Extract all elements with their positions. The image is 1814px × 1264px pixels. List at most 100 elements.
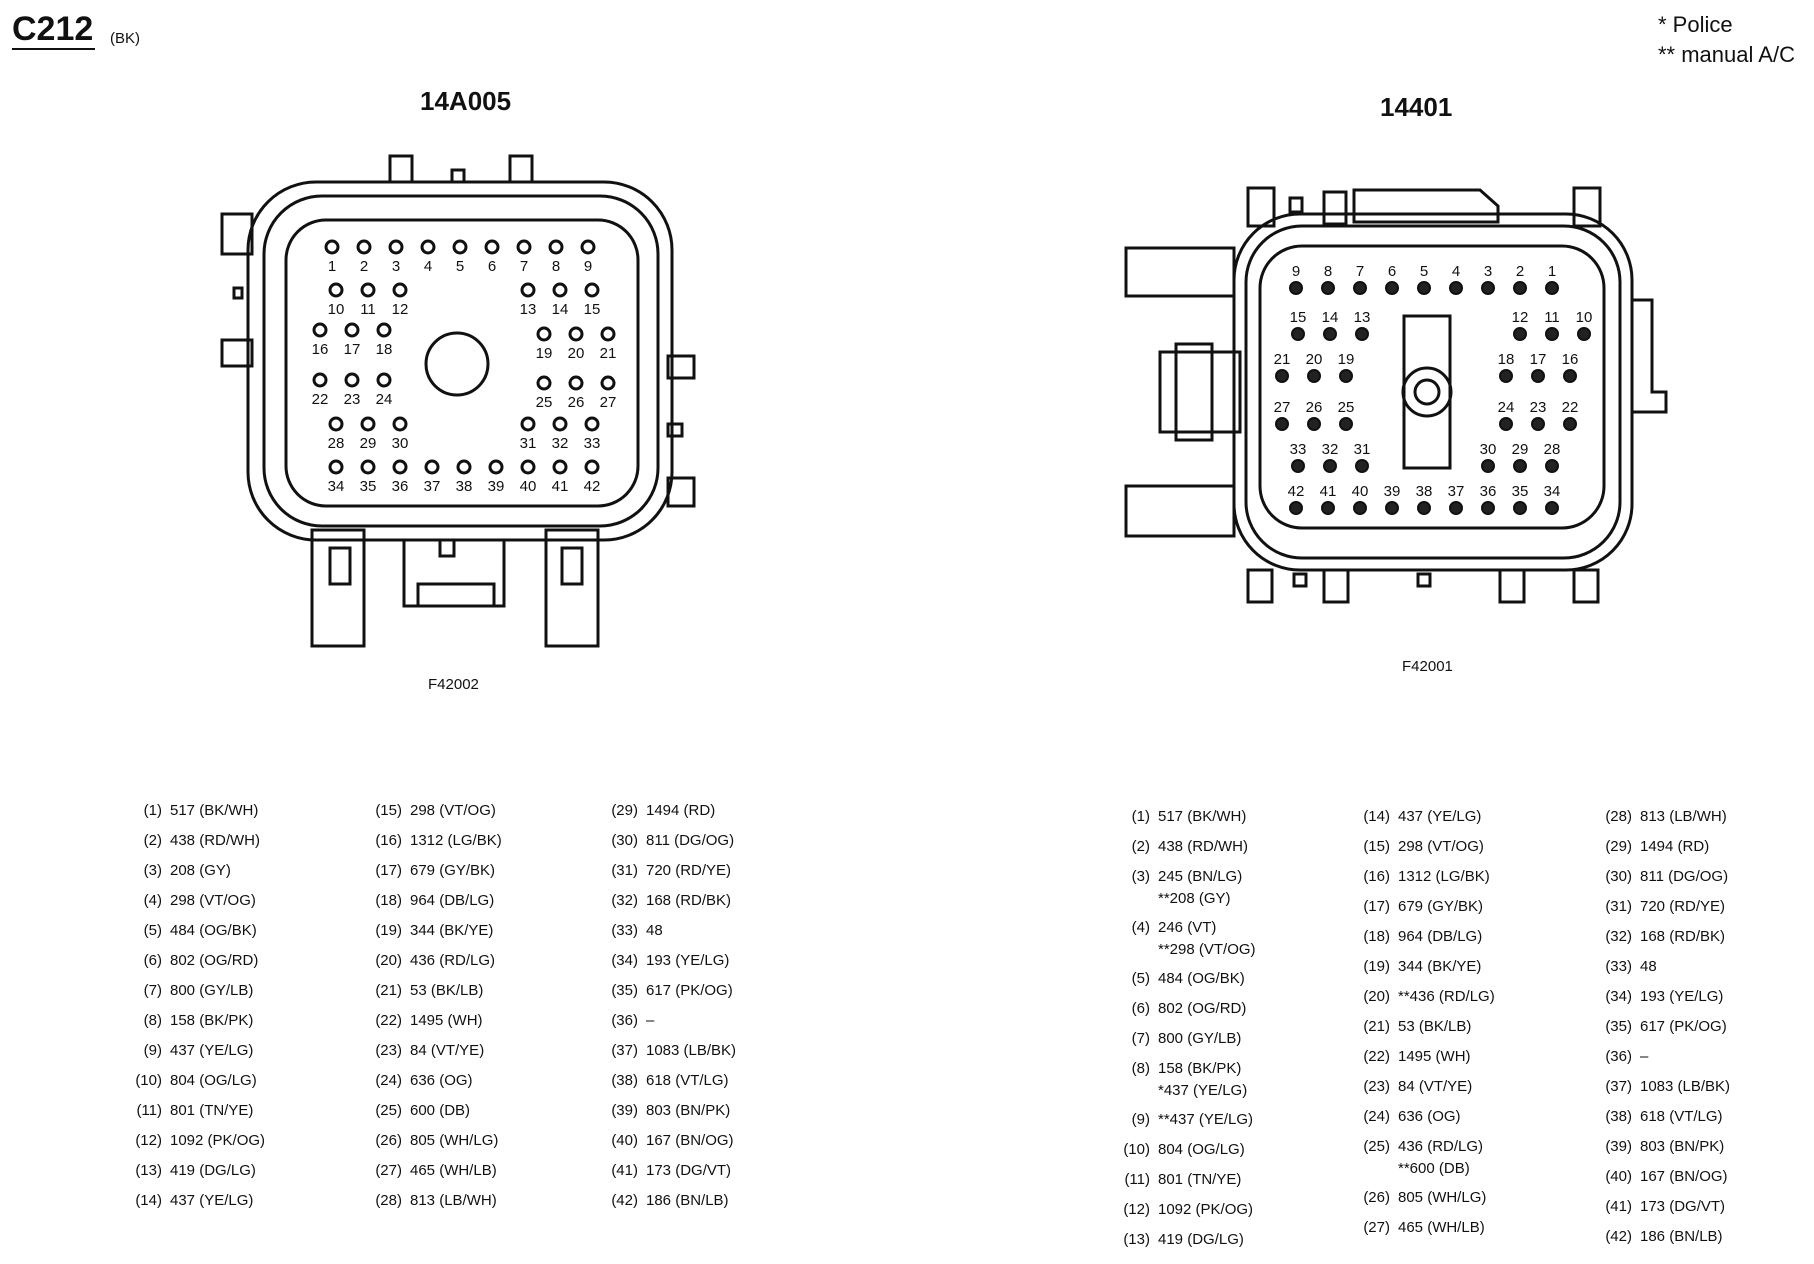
circuit-wire: 720 (RD/YE) [1640, 898, 1726, 915]
pin-number: (23) [375, 1042, 402, 1059]
pin-cavity [1531, 369, 1545, 383]
circuit-wire: 517 (BK/WH) [170, 802, 259, 819]
pin-label: 12 [1512, 309, 1529, 326]
pin-label: 3 [1484, 263, 1492, 280]
pin-cavity [1513, 281, 1527, 295]
pin-cavity [1449, 501, 1463, 515]
pin-cavity [1385, 501, 1399, 515]
pin-cavity [1385, 281, 1399, 295]
pin-cavity [520, 416, 536, 432]
pin-number: (4) [1131, 919, 1150, 936]
pin-cavity [584, 416, 600, 432]
pin-number: (7) [1131, 1030, 1150, 1047]
pin-number: (1) [143, 802, 162, 819]
circuit-wire: 84 (VT/YE) [1398, 1078, 1473, 1095]
pin-number: (14) [1363, 808, 1390, 825]
pin-number: (34) [611, 952, 638, 969]
pin-label: 41 [552, 478, 569, 495]
pin-cavity [452, 239, 468, 255]
pin-label: 10 [1576, 309, 1593, 326]
pin-number: (20) [375, 952, 402, 969]
pin-cavity [600, 375, 616, 391]
pin-number: (6) [143, 952, 162, 969]
pin-cavity [392, 416, 408, 432]
circuit-wire: 419 (DG/LG) [1158, 1231, 1244, 1248]
circuit-wire: 208 (GY) [170, 862, 231, 879]
pin-number: (41) [1605, 1198, 1632, 1215]
pin-number: (20) [1363, 988, 1390, 1005]
pin-number: (25) [375, 1102, 402, 1119]
pin-label: 40 [520, 478, 537, 495]
pin-label: 32 [552, 435, 569, 452]
circuit-wire: 484 (OG/BK) [1158, 970, 1245, 987]
circuit-wire: 1495 (WH) [1398, 1048, 1471, 1065]
connector-title: C212 [12, 10, 96, 50]
pin-cavity [568, 375, 584, 391]
pin-label: 4 [1452, 263, 1460, 280]
circuit-wire: 437 (YE/LG) [170, 1042, 254, 1059]
pin-cavity [360, 282, 376, 298]
circuit-wire: 1495 (WH) [410, 1012, 483, 1029]
circuit-wire: 186 (BN/LB) [1640, 1228, 1723, 1245]
pin-cavity [1499, 369, 1513, 383]
pin-label: 15 [584, 301, 601, 318]
pin-number: (39) [1605, 1138, 1632, 1155]
pin-label: 8 [1324, 263, 1332, 280]
pin-label: 11 [1544, 309, 1560, 326]
circuit-wire: 465 (WH/LB) [410, 1162, 497, 1179]
pin-cavity [1449, 281, 1463, 295]
circuit-wire: 186 (BN/LB) [646, 1192, 729, 1209]
pin-number: (38) [611, 1072, 638, 1089]
pin-number: (8) [143, 1012, 162, 1029]
pin-cavity [520, 282, 536, 298]
circuit-wire: 964 (DB/LG) [410, 892, 495, 909]
pin-number: (13) [1123, 1231, 1150, 1248]
pin-label: 37 [424, 478, 441, 495]
pin-label: 1 [328, 258, 336, 275]
pin-cavity [488, 459, 504, 475]
pin-label: 15 [1290, 309, 1307, 326]
circuit-wire: 805 (WH/LG) [410, 1132, 499, 1149]
circuit-wire: 53 (BK/LB) [410, 982, 484, 999]
pin-label: 39 [488, 478, 505, 495]
pin-number: (2) [1131, 838, 1150, 855]
pin-number: (42) [611, 1192, 638, 1209]
circuit-wire: 618 (VT/LG) [1640, 1108, 1723, 1125]
connector-color: (BK) [110, 30, 140, 47]
pin-number: (25) [1363, 1138, 1390, 1155]
pin-number: (17) [375, 862, 402, 879]
pin-number: (34) [1605, 988, 1632, 1005]
pin-number: (42) [1605, 1228, 1632, 1245]
pin-label: 22 [1562, 399, 1579, 416]
circuit-wire: 168 (RD/BK) [646, 892, 732, 909]
pin-label: 10 [328, 301, 345, 318]
pin-label: 26 [1306, 399, 1323, 416]
pin-number: (15) [1363, 838, 1390, 855]
circuit-wire: 298 (VT/OG) [170, 892, 256, 909]
circuit-wire: 636 (OG) [410, 1072, 473, 1089]
pin-label: 17 [1530, 351, 1547, 368]
circuit-wire: 193 (YE/LG) [646, 952, 730, 969]
circuit-wire: 803 (BN/PK) [1640, 1138, 1725, 1155]
pin-label: 27 [600, 394, 617, 411]
pin-number: (17) [1363, 898, 1390, 915]
pin-cavity [324, 239, 340, 255]
pin-label: 36 [1480, 483, 1497, 500]
pin-number: (16) [375, 832, 402, 849]
pin-label: 38 [456, 478, 473, 495]
circuit-wire: 1312 (LG/BK) [410, 832, 502, 849]
pin-number: (22) [1363, 1048, 1390, 1065]
pin-number: (3) [143, 862, 162, 879]
pin-cavity [392, 459, 408, 475]
pin-number: (33) [1605, 958, 1632, 975]
pin-cavity [1339, 369, 1353, 383]
circuit-wire: 804 (OG/LG) [170, 1072, 257, 1089]
circuit-wire: 1494 (RD) [1640, 838, 1710, 855]
pin-number: (40) [1605, 1168, 1632, 1185]
pin-label: 7 [520, 258, 528, 275]
pin-cavity [552, 416, 568, 432]
pin-label: 37 [1448, 483, 1465, 500]
circuit-wire: 419 (DG/LG) [170, 1162, 256, 1179]
pin-label: 13 [1354, 309, 1371, 326]
pin-cavity [1563, 369, 1577, 383]
